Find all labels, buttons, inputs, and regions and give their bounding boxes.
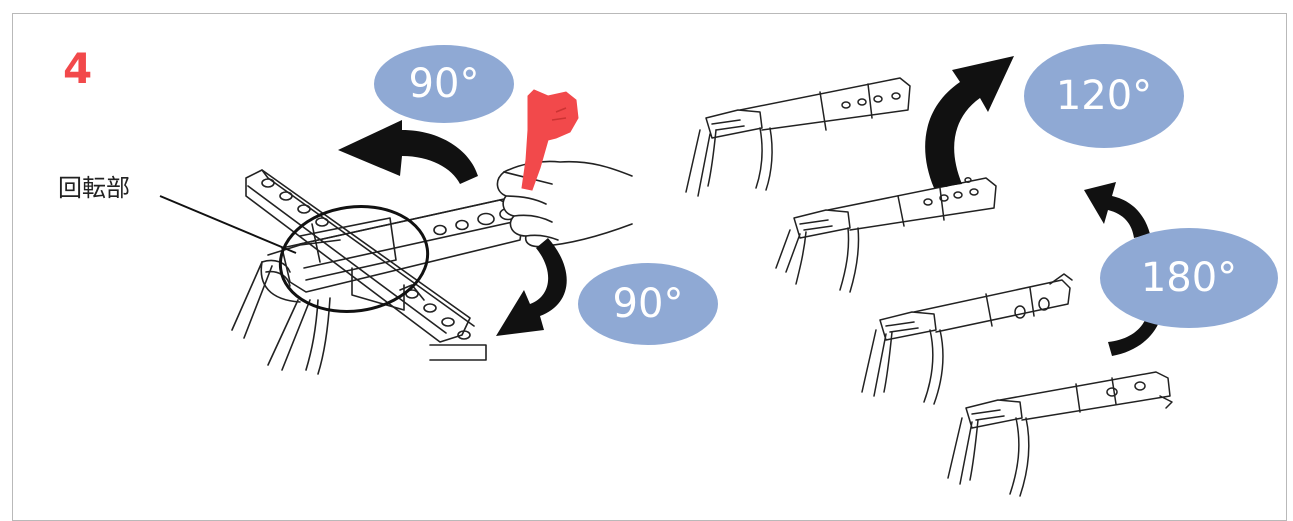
rotation-part-label: 回転部 — [58, 174, 130, 202]
camera-stand-left — [231, 169, 525, 375]
camera-position-2 — [775, 177, 997, 293]
camera-position-4 — [947, 371, 1173, 497]
pointing-finger-icon — [521, 89, 579, 191]
camera-position-1 — [685, 77, 911, 197]
rotation-badge-120: 120° — [1024, 44, 1184, 148]
camera-position-3 — [861, 273, 1073, 405]
rotation-badge-90-upper: 90° — [374, 45, 514, 123]
hand-pointing-icon — [496, 160, 633, 248]
rotation-part-highlight — [278, 204, 430, 314]
rotation-arrow-icon — [925, 56, 1160, 356]
rotation-arrow-icon — [338, 120, 567, 336]
callout-leader-line — [159, 195, 297, 254]
rotation-badge-180: 180° — [1100, 228, 1278, 328]
step-number: 4 — [63, 44, 93, 93]
rotation-badge-90-lower: 90° — [578, 263, 718, 345]
